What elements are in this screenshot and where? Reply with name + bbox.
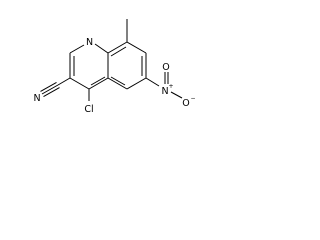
cyano-triple-bond-lower <box>43 87 60 98</box>
cyano-triple-bond-center <box>41 84 59 95</box>
bond-c8a-c8 <box>107 41 128 54</box>
chlorine-label: Cl <box>84 104 93 115</box>
nitro-oxygen-right-label: O <box>182 98 189 109</box>
bond-c5-c4a-inner <box>110 76 126 86</box>
nitro-plus-charge: + <box>168 83 173 90</box>
bond-c3-c4 <box>69 77 90 90</box>
bond-c5-c4a <box>107 77 128 90</box>
structure-canvas: N N Cl N + O O − <box>0 0 226 132</box>
bond-c6-c5 <box>126 77 147 90</box>
bond-c2-n1 <box>69 44 85 54</box>
benzene-ring <box>107 41 147 90</box>
nitro-minus-charge: − <box>190 95 195 102</box>
ring-nitrogen-label: N <box>86 37 93 48</box>
nitro-bond-ring <box>145 77 160 87</box>
cyano-group <box>40 77 71 98</box>
chemical-structure: N N Cl N + O O − <box>33 19 196 115</box>
nitro-nitrogen-label: N <box>161 86 168 97</box>
pyridine-ring <box>69 43 109 90</box>
cyano-triple-bond-upper <box>40 81 57 92</box>
bond-c8-c7 <box>126 41 147 54</box>
cyano-bond-link <box>57 77 71 86</box>
bond-c8a-c8-inner <box>110 46 127 57</box>
bond-c4-c4a <box>88 77 109 90</box>
nitro-group <box>145 72 183 99</box>
nitro-oxygen-top-label: O <box>162 62 169 73</box>
cyano-nitrogen-label: N <box>33 93 40 104</box>
bond-c4-c4a-inner <box>90 76 106 86</box>
bond-n1-c8a <box>94 43 109 54</box>
nitro-bond-n-o-right <box>170 91 183 99</box>
